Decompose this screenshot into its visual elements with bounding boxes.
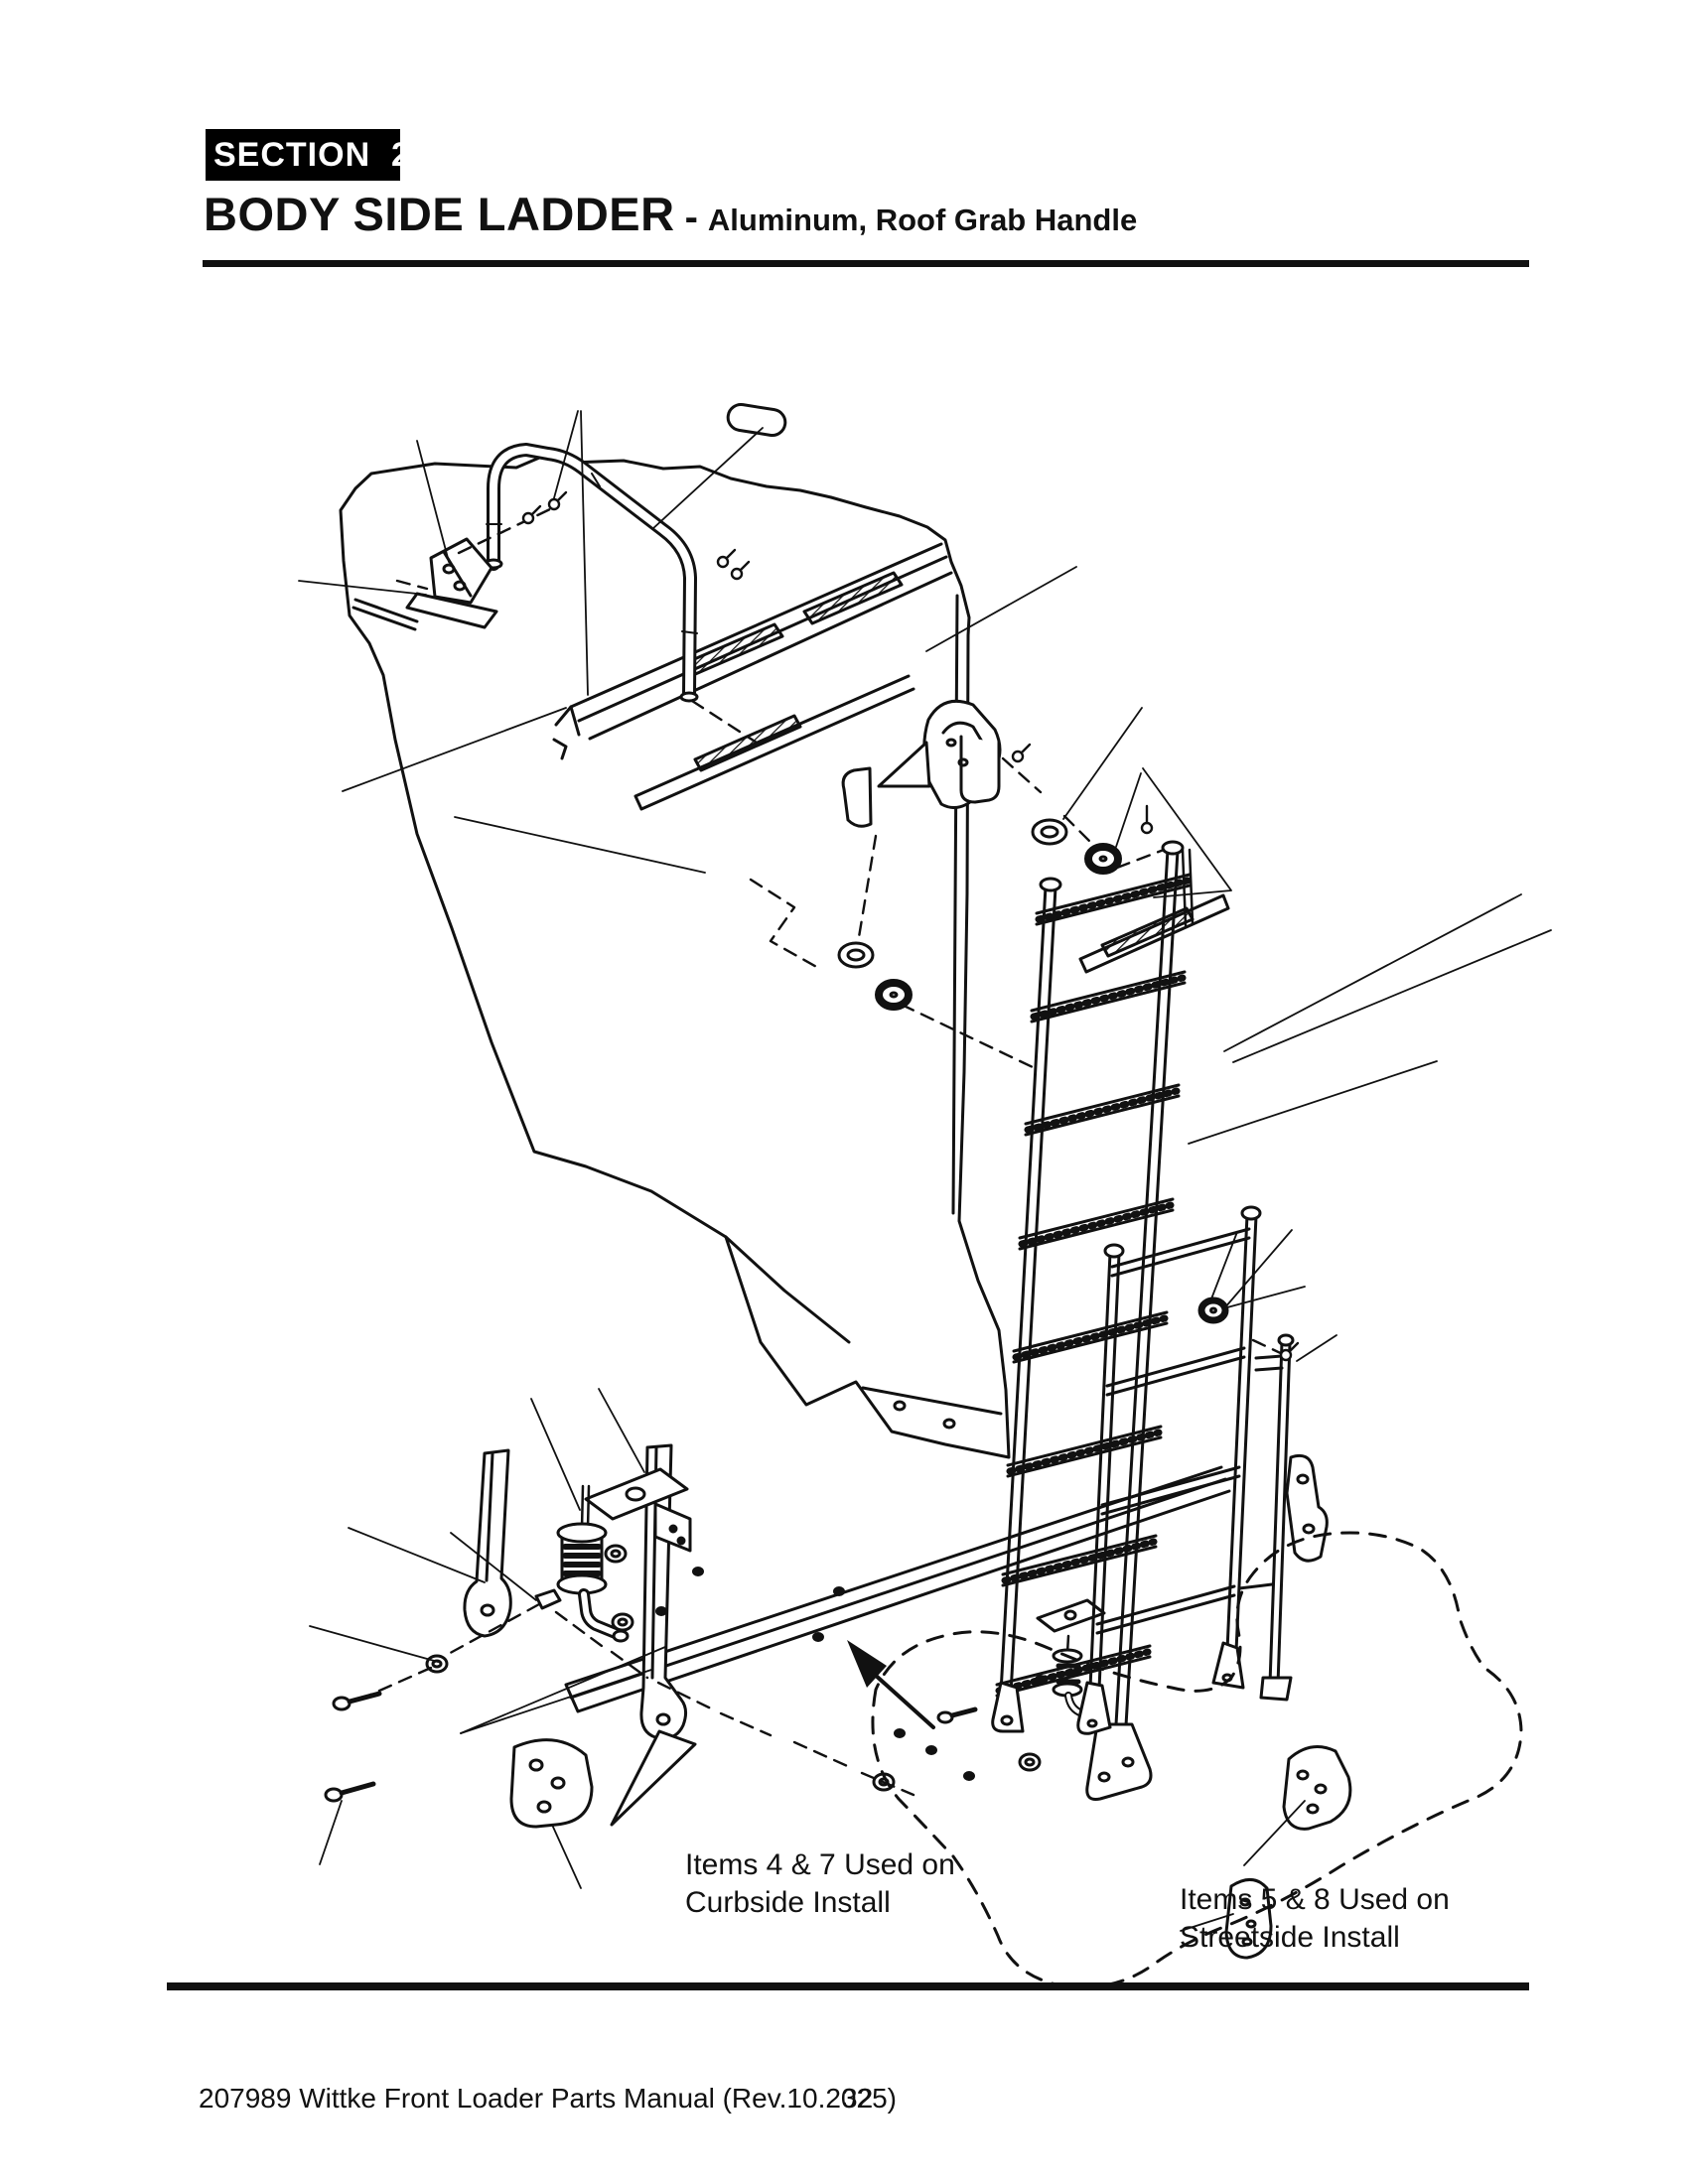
side-rail xyxy=(633,674,1230,974)
ladder-rungs xyxy=(995,873,1192,1698)
page-title-main: BODY SIDE LADDER xyxy=(204,188,675,240)
header-rule xyxy=(203,260,1529,267)
callout-streetside-line2: Streetside Install xyxy=(1180,1921,1400,1954)
streetside-foot-pads xyxy=(1224,1745,1352,1960)
callout-curbside-line2: Curbside Install xyxy=(685,1886,891,1919)
callout-streetside: Items 5 & 8 Used on Streetside Install xyxy=(1180,1881,1450,1957)
footer-manual-title: 207989 Wittke Front Loader Parts Manual … xyxy=(199,2083,897,2114)
curbside-foot-bracket xyxy=(509,1738,594,1829)
small-screws xyxy=(521,490,1300,1362)
page-subtitle: Aluminum, Roof Grab Handle xyxy=(707,203,1138,237)
direction-arrow-hollow xyxy=(610,1729,697,1827)
hook-bracket-cluster xyxy=(841,699,1002,828)
mounting-channel xyxy=(564,1465,1231,1713)
callout-curbside-line1: Items 4 & 7 Used on xyxy=(685,1848,955,1881)
washers-grommets xyxy=(837,818,1229,1324)
page-title: BODY SIDE LADDER - Aluminum, Roof Grab H… xyxy=(204,187,1137,241)
ladder-long xyxy=(991,840,1195,1801)
page-title-separator: - xyxy=(684,196,698,239)
leader-lines xyxy=(298,410,1552,1932)
mounting-bolts xyxy=(324,1544,1042,1803)
ladder-short xyxy=(1076,1205,1295,1735)
callout-streetside-line1: Items 5 & 8 Used on xyxy=(1180,1883,1450,1916)
footer-rule xyxy=(167,1982,1529,1990)
footer-page-number: 32 xyxy=(842,2083,874,2114)
install-zone-cloud xyxy=(871,1531,1523,1989)
s-bracket xyxy=(1285,1453,1329,1563)
small-fasteners xyxy=(655,1567,1047,1781)
callout-curbside: Items 4 & 7 Used on Curbside Install xyxy=(685,1846,955,1922)
section-badge: SECTION 2 xyxy=(206,129,410,181)
roof-rail xyxy=(552,542,953,760)
assembly-axis-lines xyxy=(357,506,1291,1797)
direction-arrow-filled xyxy=(847,1640,935,1729)
